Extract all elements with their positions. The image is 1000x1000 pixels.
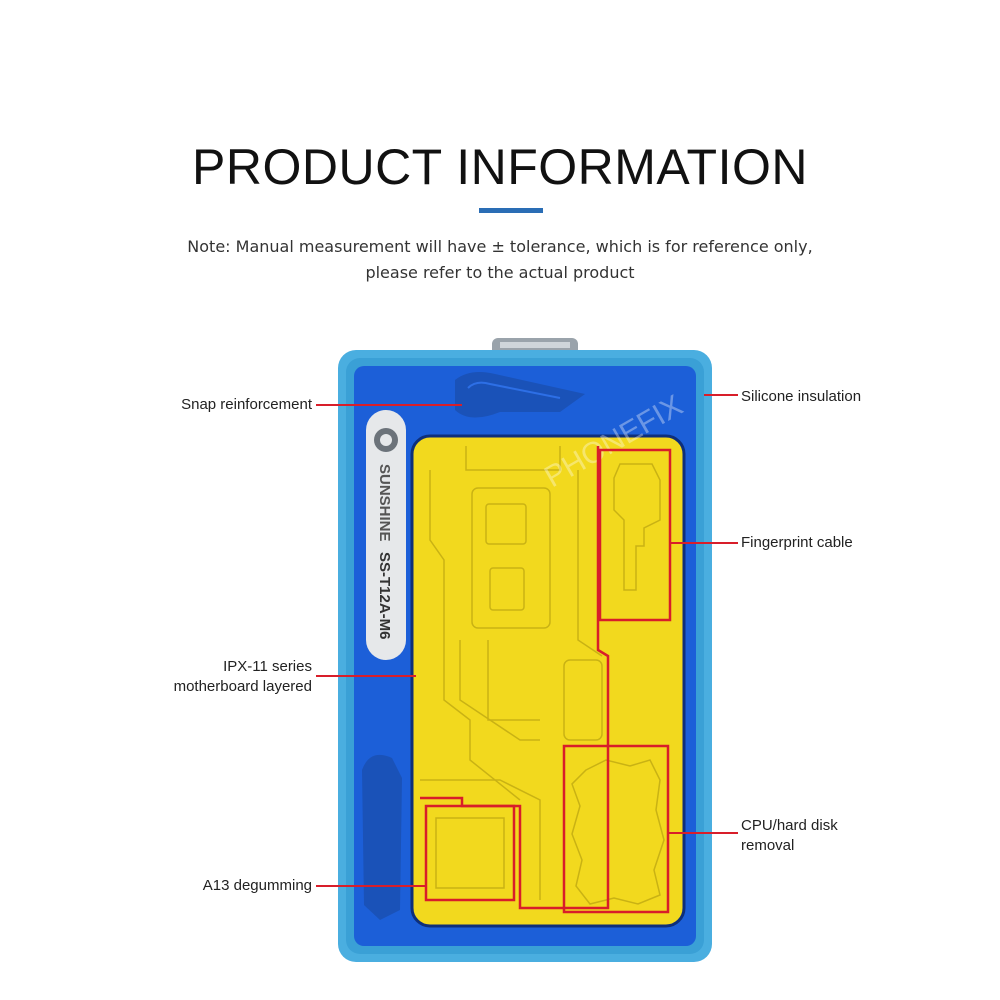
callout-ipx-line1: IPX-11 series <box>223 658 312 675</box>
snap-clip-left <box>362 754 402 920</box>
callout-fingerprint-cable: Fingerprint cable <box>741 533 941 553</box>
measurement-note: Note: Manual measurement will have ± tol… <box>0 234 1000 286</box>
brand-text: SUNSHINE <box>376 464 393 542</box>
callout-silicone-text: Silicone insulation <box>741 388 862 405</box>
page-title: PRODUCT INFORMATION <box>192 139 808 195</box>
note-line-2: please refer to the actual product <box>365 263 635 282</box>
ipx-layer-outline <box>420 446 610 910</box>
callout-cpu-line1: CPU/hard disk <box>741 817 838 834</box>
leader-lines <box>316 394 738 887</box>
callout-cpu-removal: CPU/hard disk removal <box>741 816 941 856</box>
callout-a13-text: A13 degumming <box>202 877 312 894</box>
callout-a13-degumming: A13 degumming <box>100 876 312 896</box>
callout-snap-reinforcement: Snap reinforcement <box>100 395 312 415</box>
plate-contours <box>420 446 603 900</box>
model-text: SS-T12A-M6 <box>376 552 393 640</box>
motherboard-plate <box>410 434 686 928</box>
logo-plate <box>366 410 406 660</box>
a13-area <box>424 804 516 902</box>
callout-ipx-series: IPX-11 series motherboard layered <box>100 657 312 697</box>
fingerprint-cable-area <box>598 448 672 622</box>
title-underline <box>479 208 543 213</box>
callout-snap-text: Snap reinforcement <box>181 396 312 413</box>
note-line-1: Note: Manual measurement will have ± tol… <box>187 237 813 256</box>
callout-fingerprint-text: Fingerprint cable <box>741 534 853 551</box>
callout-silicone-insulation: Silicone insulation <box>741 387 941 407</box>
cpu-disk-area <box>562 744 670 914</box>
callout-ipx-line2: motherboard layered <box>173 678 312 695</box>
callout-cpu-line2: removal <box>741 837 795 854</box>
